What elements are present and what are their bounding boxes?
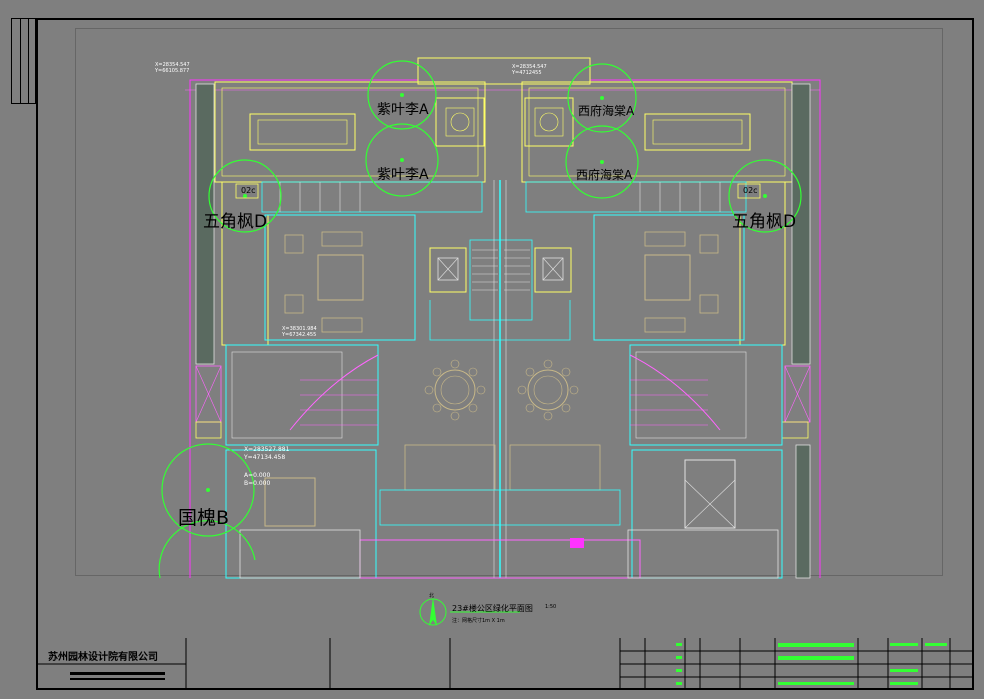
dining-table-right: [527, 369, 569, 411]
door-arc-left: [289, 354, 379, 431]
coord-mid-x: X=38301.984: [282, 326, 317, 332]
coord-low-a: A=0.000: [244, 472, 271, 479]
label-guo-huai: 国槐B: [178, 507, 230, 529]
boundary-line-right: [590, 79, 821, 578]
north-label: 北: [429, 593, 435, 599]
landscape-frame-left: [214, 81, 486, 183]
drawing-frame: [36, 18, 974, 690]
landscape-frame-right: [521, 81, 793, 183]
label-zi-ye-li-2: 紫叶李A: [377, 167, 429, 183]
stair-core: [469, 239, 533, 321]
coord-top-left-x: X=28354.547: [155, 62, 190, 68]
tree-guo-huai: [161, 443, 255, 537]
tree-partial-bottom: [158, 520, 256, 579]
tree-zi-ye-li-2: [365, 123, 439, 197]
coord-low-b: B=0.000: [244, 480, 271, 487]
sofa-table-right: [644, 254, 691, 301]
wall-hatch-right: [791, 83, 811, 365]
entrance-canopy: [417, 57, 591, 85]
coord-top-right-y: Y=4712455: [512, 70, 542, 76]
dining-table-left: [434, 369, 476, 411]
tree-wu-jiao-feng-right: [728, 159, 802, 233]
tree-tag-right: 02c: [743, 186, 758, 195]
tree-zi-ye-li-1: [367, 60, 437, 130]
bedroom-right: [631, 449, 783, 579]
drawing-note: 注：网格尺寸1m X 1m: [452, 618, 505, 624]
tree-xi-fu-hai-tang-2: [565, 125, 639, 199]
living-room-right: [593, 214, 745, 341]
tree-tag-left: 02c: [241, 186, 256, 195]
label-zi-ye-li-1: 紫叶李A: [377, 102, 429, 118]
label-xi-fu-hai-tang-1: 西府海棠A: [578, 104, 635, 118]
wall-hatch-left: [195, 83, 215, 365]
drawing-title: 23#楼公区绿化平面图: [452, 604, 533, 613]
sofa-table-left: [317, 254, 364, 301]
coord-mid-y: Y=67342.455: [282, 332, 317, 338]
plan-viewport: [75, 28, 943, 576]
coord-low-y: Y=47134.458: [244, 454, 286, 461]
living-room-left: [264, 214, 416, 341]
company-name: 苏州园林设计院有限公司: [48, 652, 158, 663]
planter-left: [249, 113, 356, 151]
label-xi-fu-hai-tang-2: 西府海棠A: [576, 168, 633, 182]
boundary-line-left: [189, 79, 418, 578]
coord-top-left-y: Y=66105.877: [155, 68, 190, 74]
tree-wu-jiao-feng-left: [208, 159, 282, 233]
label-wu-jiao-feng-left: 五角枫D: [203, 212, 268, 232]
left-binding-strip: [11, 18, 36, 104]
north-arrow-icon: [429, 597, 437, 626]
coord-low-x: X=283527.881: [244, 446, 290, 453]
door-arc-right: [629, 354, 721, 431]
tree-xi-fu-hai-tang-1: [567, 63, 637, 133]
planter-right: [644, 113, 751, 151]
coord-top-right-x: X=28354.547: [512, 64, 547, 70]
elevator-right: [534, 247, 572, 293]
elevator-left: [429, 247, 467, 293]
drawing-scale: 1:50: [545, 604, 557, 610]
label-wu-jiao-feng-right: 五角枫D: [732, 212, 797, 232]
